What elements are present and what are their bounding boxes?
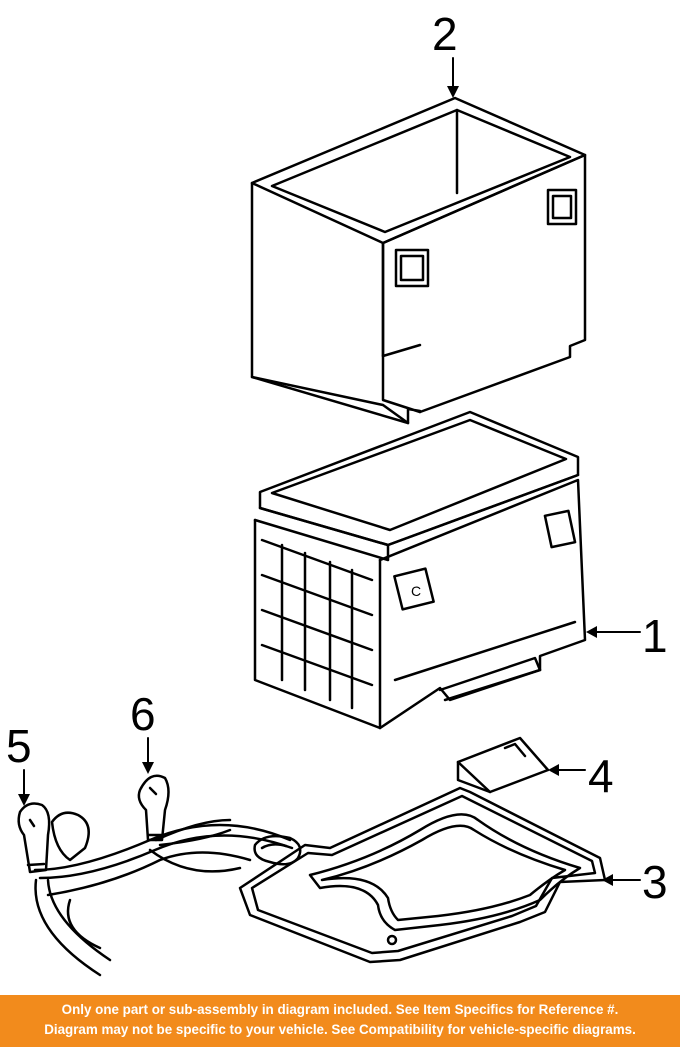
battery bbox=[253, 410, 587, 730]
battery-handle-label: C bbox=[411, 583, 421, 599]
disclaimer-line-1: Only one part or sub-assembly in diagram… bbox=[61, 1002, 619, 1017]
callout-arrowheads bbox=[18, 86, 613, 886]
battery-insulator-box bbox=[250, 96, 587, 425]
battery-cable-harness bbox=[17, 774, 302, 977]
callout-6: 6 bbox=[130, 688, 156, 740]
parts-diagram: C bbox=[6, 8, 668, 977]
callout-5: 5 bbox=[6, 720, 32, 772]
hold-down-block bbox=[456, 736, 550, 794]
callout-3: 3 bbox=[642, 856, 668, 908]
disclaimer-line-2: Diagram may not be specific to your vehi… bbox=[44, 1022, 636, 1037]
callout-2: 2 bbox=[432, 8, 458, 60]
callout-4: 4 bbox=[588, 750, 614, 802]
callout-1: 1 bbox=[642, 610, 668, 662]
disclaimer-banner: Only one part or sub-assembly in diagram… bbox=[0, 995, 680, 1047]
battery-tray bbox=[238, 786, 607, 964]
callout-leaders bbox=[23, 57, 641, 881]
